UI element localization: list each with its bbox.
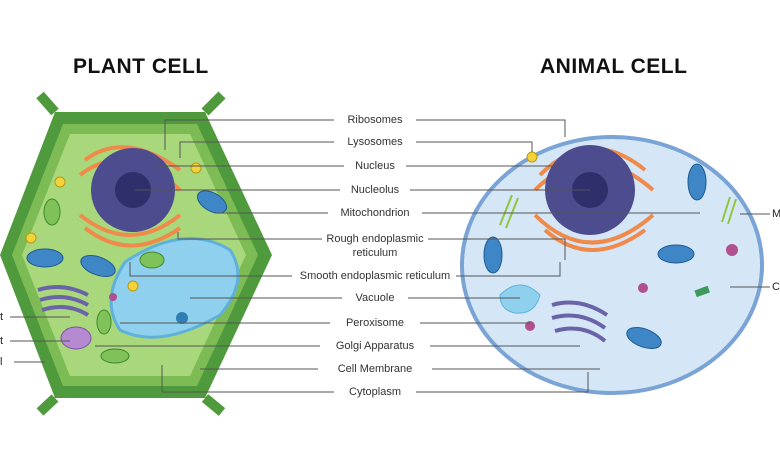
right-cut-label: C [772, 281, 780, 293]
label-nucleolus: Nucleolus [347, 183, 403, 197]
animal-golgi [551, 300, 609, 343]
label-golgi: Golgi Apparatus [332, 339, 418, 353]
plant-golgi [37, 284, 90, 317]
label-rough-er: Rough endoplasmic reticulum [323, 232, 427, 260]
label-cytoplasm: Cytoplasm [346, 385, 404, 399]
label-vacuole: Vacuole [352, 291, 398, 305]
plant-cell [0, 91, 272, 416]
animal-cell-title: ANIMAL CELL [540, 55, 688, 78]
label-smooth-er: Smooth endoplasmic reticulum [296, 269, 454, 283]
label-mitochondrion: Mitochondrion [337, 206, 413, 220]
left-cut-label: l [0, 356, 3, 368]
plant-cell-title: PLANT CELL [73, 55, 209, 78]
plant-nucleolus [115, 172, 151, 208]
label-peroxisome: Peroxisome [342, 316, 408, 330]
left-cut-label: t [0, 311, 4, 323]
label-nucleus: Nucleus [352, 159, 398, 173]
label-cell-membrane: Cell Membrane [334, 362, 416, 376]
left-cut-label: t [0, 335, 4, 347]
label-ribosomes: Ribosomes [344, 113, 406, 127]
animal-cell [460, 135, 764, 395]
leader-lines [10, 119, 770, 393]
label-lysosomes: Lysosomes [344, 135, 406, 149]
right-cut-label: M [772, 208, 780, 220]
